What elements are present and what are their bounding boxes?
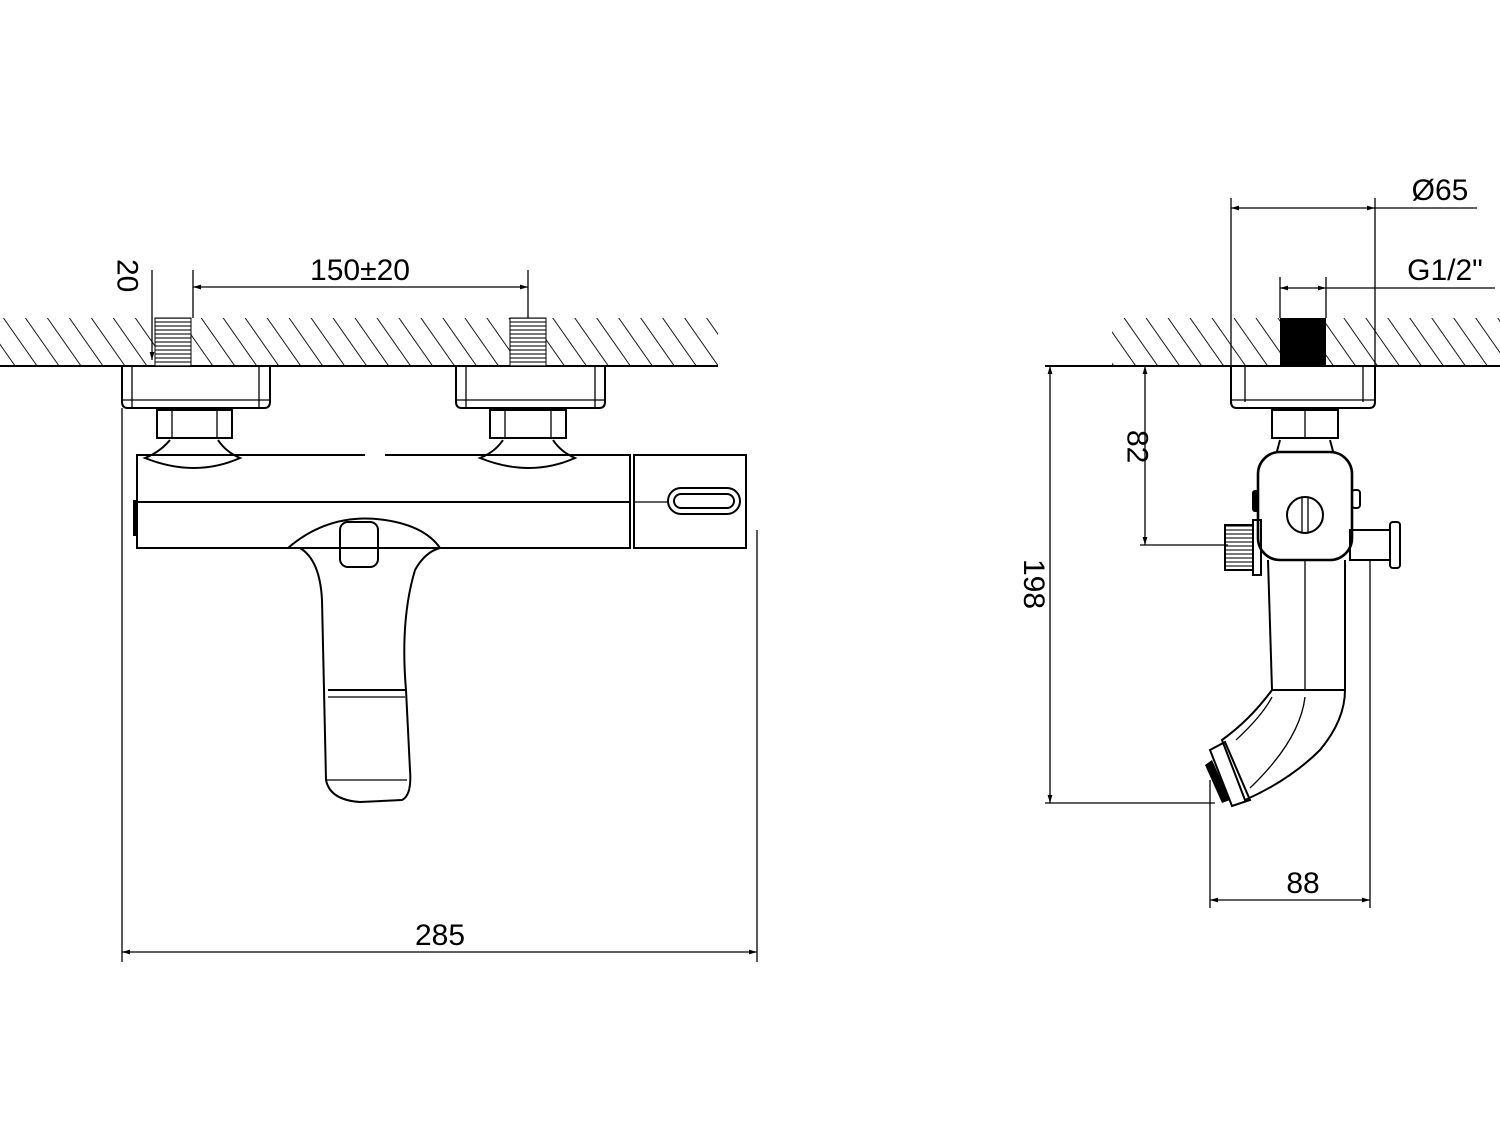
- dimension-inlet-spacing: 150±20: [192, 254, 529, 318]
- dimension-overall-height: 198: [1017, 366, 1215, 804]
- lever-button: [339, 521, 379, 568]
- dimension-projection: 88: [1209, 560, 1371, 908]
- wall-section-side: [1045, 318, 1500, 367]
- wall-section: [0, 318, 718, 367]
- escutcheon-side: [1230, 366, 1376, 409]
- front-view: 150±20 20 285: [0, 254, 758, 962]
- dimension-label-thread-depth: 20: [110, 259, 143, 292]
- temperature-marker: [667, 487, 741, 515]
- lever-handle: [287, 517, 441, 804]
- dimension-label-projection: 88: [1286, 867, 1319, 900]
- inlet-thread-right: [509, 317, 547, 367]
- dimension-thread-size: G1/2": [1279, 254, 1495, 318]
- inlet-thread-left: [154, 317, 192, 367]
- dimension-thread-depth: 20: [110, 259, 155, 360]
- dimension-label-overall-height: 198: [1017, 559, 1050, 609]
- mixer-body: [133, 453, 631, 549]
- nut-side: [1271, 409, 1339, 456]
- escutcheon-right: [455, 366, 606, 409]
- dimension-label-thread-size: G1/2": [1407, 254, 1483, 287]
- side-view: Ø65 G1/2" 82 198 88: [1017, 174, 1500, 908]
- nut-right: [477, 409, 578, 469]
- spout-side: [1205, 559, 1346, 808]
- valve-body-side: [1252, 450, 1361, 562]
- dimension-inlet-outlet-height: 82: [1120, 366, 1228, 546]
- dimension-label-overall-width: 285: [415, 919, 465, 952]
- shower-outlet-side: [1349, 521, 1401, 569]
- dimension-label-inlet-outlet-height: 82: [1120, 430, 1153, 463]
- outlet-thread-side: [1224, 519, 1262, 576]
- escutcheon-left: [121, 366, 271, 409]
- dimension-label-escutcheon-diameter: Ø65: [1412, 174, 1469, 207]
- inlet-thread-side: [1280, 318, 1326, 366]
- nut-left: [142, 409, 243, 469]
- thermostatic-cap: [633, 454, 747, 549]
- dimension-label-inlet-spacing: 150±20: [310, 254, 410, 287]
- dimension-escutcheon-diameter: Ø65: [1230, 174, 1477, 366]
- dimension-overall-width: 285: [121, 408, 758, 962]
